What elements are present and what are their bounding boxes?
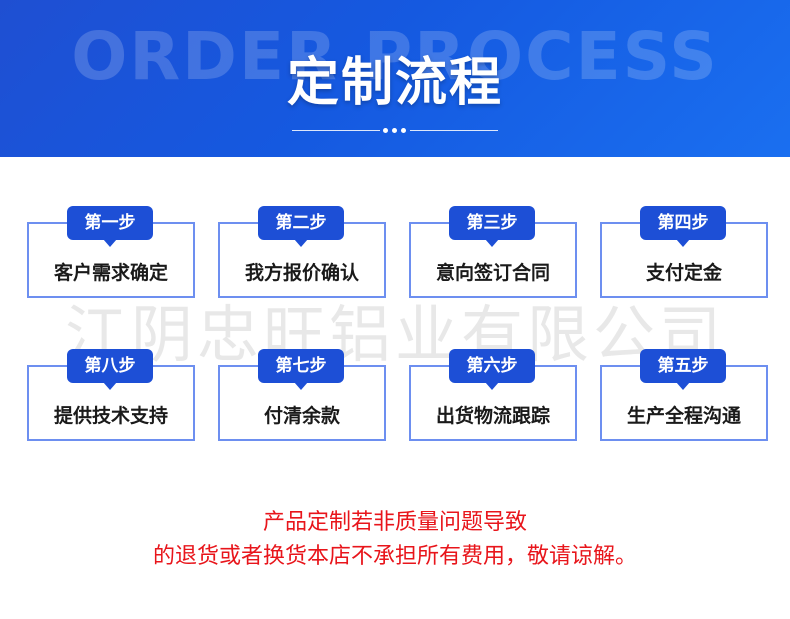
step-box <box>27 222 195 298</box>
step-badge: 第八步 <box>67 349 153 390</box>
page-title: 定制流程 <box>286 53 503 113</box>
step-card-2: 第二步 我方报价确认 <box>218 206 386 298</box>
step-label: 出货物流跟踪 <box>435 405 550 427</box>
step-card-4: 第四步 支付定金 <box>600 206 768 298</box>
step-card-5: 第五步 生产全程沟通 <box>600 349 768 441</box>
title-divider <box>292 128 498 134</box>
step-badge: 第五步 <box>640 349 726 390</box>
header-background-text: ORDER PROCESS <box>71 18 719 95</box>
step-card-8: 第八步 提供技术支持 <box>27 349 195 441</box>
step-label: 支付定金 <box>645 262 722 284</box>
step-badge: 第四步 <box>640 206 726 247</box>
step-label: 客户需求确定 <box>53 262 168 284</box>
step-badge: 第七步 <box>258 349 344 390</box>
step-label: 付清余款 <box>263 405 340 427</box>
notice-line-1: 产品定制若非质量问题导致 <box>262 510 527 535</box>
step-card-7: 第七步 付清余款 <box>218 349 386 441</box>
step-label: 意向签订合同 <box>435 262 550 284</box>
step-label: 我方报价确认 <box>244 262 359 284</box>
step-label: 提供技术支持 <box>53 405 168 427</box>
step-card-3: 第三步 意向签订合同 <box>409 206 577 298</box>
header-banner: ORDER PROCESS 定制流程 <box>0 0 790 157</box>
notice-line-2: 的退货或者换货本店不承担所有费用，敬请谅解。 <box>152 544 637 569</box>
step-card-6: 第六步 出货物流跟踪 <box>409 349 577 441</box>
step-card-1: 第一步 客户需求确定 <box>27 206 195 298</box>
step-badge: 第六步 <box>449 349 535 390</box>
step-badge: 第二步 <box>258 206 344 247</box>
step-badge: 第一步 <box>67 206 153 247</box>
step-badge: 第三步 <box>449 206 535 247</box>
step-label: 生产全程沟通 <box>626 405 741 427</box>
